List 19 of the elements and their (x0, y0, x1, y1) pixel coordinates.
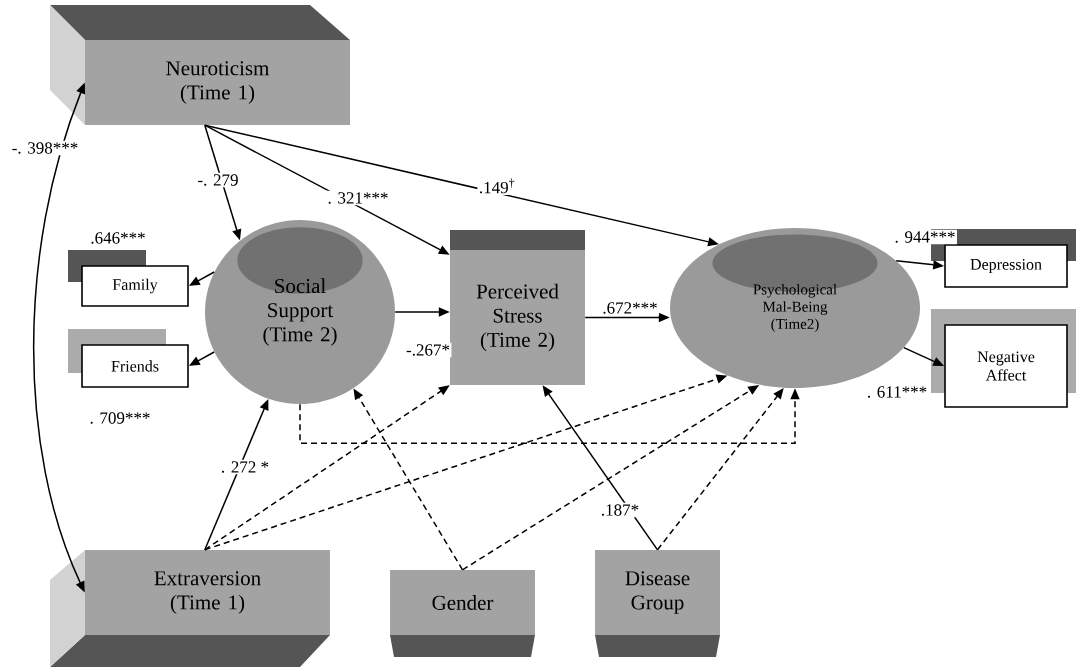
variable-block: Perceived Stress (Time 2) (450, 230, 585, 385)
edge-label: .672*** (600, 300, 660, 316)
indicator-box: Negative Affect (931, 309, 1076, 408)
edge-label: . 272 * (219, 459, 271, 475)
edge-label: -. 279 (195, 172, 241, 188)
edge-label: .149$^{†}$ (477, 177, 517, 195)
indicator-box: Family (68, 250, 189, 307)
edge-label: -.267* (404, 342, 452, 358)
variable-block: Disease Group (595, 550, 720, 657)
edge-label: . 321*** (326, 190, 390, 206)
edge-label: -. 398*** (10, 140, 80, 156)
variable-block: Gender (390, 570, 535, 657)
edge-label: . 709*** (88, 410, 152, 426)
edge-label: .646*** (88, 230, 148, 246)
variable-block: Neuroticism (Time 1) (50, 5, 350, 125)
edge-label: . 944*** (893, 229, 957, 245)
variable-block: Extraversion (Time 1) (50, 550, 330, 667)
indicator-box: Friends (68, 329, 189, 388)
edge-label: .187* (599, 502, 641, 518)
